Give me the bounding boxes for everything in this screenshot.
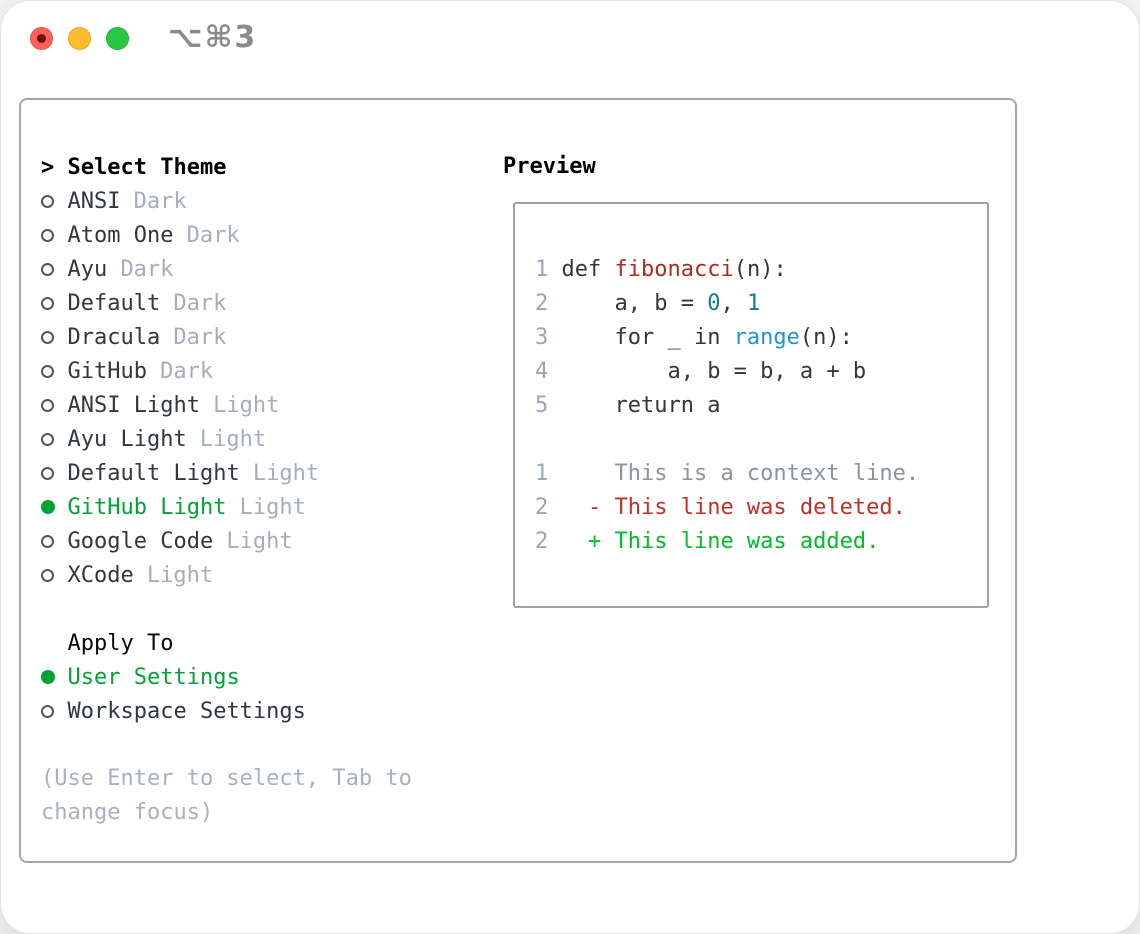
radio-icon	[41, 534, 54, 548]
apply-to-header: Apply To	[41, 626, 481, 660]
theme-option-xcode[interactable]: XCode Light	[41, 558, 481, 592]
radio-icon	[41, 466, 54, 480]
apply-option-user-settings[interactable]: User Settings	[41, 660, 481, 694]
code-line: 2 a, b = 0, 1	[535, 291, 761, 316]
spacer	[41, 728, 481, 762]
radio-selected-icon	[41, 500, 55, 514]
code-preview: 1 def fibonacci(n): 2 a, b = 0, 1 3 for _ …	[535, 253, 987, 423]
spacer	[41, 592, 481, 626]
code-line: 1 def fibonacci(n):	[535, 257, 787, 282]
theme-variant-tag: Light	[213, 392, 280, 418]
option-label: Default	[67, 290, 161, 316]
zoom-button[interactable]	[106, 27, 129, 50]
theme-variant-tag: Dark	[186, 222, 240, 248]
code-line: 5 return a	[535, 393, 721, 418]
theme-variant-tag: Light	[146, 562, 214, 588]
apply-to-title: Apply To	[67, 630, 174, 656]
theme-option-dracula[interactable]: Dracula Dark	[41, 320, 481, 354]
minimize-button[interactable]	[68, 27, 91, 50]
preview-box: 1 def fibonacci(n): 2 a, b = 0, 1 3 for _ …	[513, 202, 989, 608]
select-theme-title: Select Theme	[67, 154, 227, 180]
theme-variant-tag: Dark	[173, 290, 227, 316]
radio-icon	[41, 228, 54, 242]
apply-option-workspace-settings[interactable]: Workspace Settings	[41, 694, 481, 728]
theme-variant-tag: Light	[252, 460, 320, 486]
option-label: Default Light	[67, 460, 240, 486]
theme-option-github[interactable]: GitHub Dark	[41, 354, 481, 388]
radio-icon	[41, 398, 54, 412]
radio-icon	[41, 262, 54, 276]
theme-option-default[interactable]: Default Dark	[41, 286, 481, 320]
theme-option-github-light[interactable]: GitHub Light Light	[41, 490, 481, 524]
theme-variant-tag: Dark	[120, 256, 174, 282]
titlebar	[30, 27, 129, 50]
diff-line: 1 This is a context line.	[535, 461, 920, 486]
window-title: ⌥⌘3	[168, 20, 258, 55]
close-button[interactable]	[30, 27, 53, 50]
theme-variant-tag: Light	[226, 528, 293, 554]
option-label: ANSI Light	[67, 392, 200, 418]
theme-variant-tag: Light	[239, 494, 306, 520]
theme-option-ayu-light[interactable]: Ayu Light Light	[41, 422, 481, 456]
theme-option-ansi-light[interactable]: ANSI Light Light	[41, 388, 481, 422]
option-label: XCode	[67, 562, 134, 588]
preview-title: Preview	[503, 154, 596, 179]
preview-column: Preview 1 def fibonacci(n): 2 a, b = 0, 1…	[503, 150, 1003, 608]
radio-icon	[41, 194, 54, 208]
code-line: 3 for _ in range(n):	[535, 325, 853, 350]
theme-option-default-light[interactable]: Default Light Light	[41, 456, 481, 490]
unsaved-changes-dot	[37, 34, 46, 43]
option-label: ANSI	[67, 188, 121, 214]
option-label: GitHub Light	[67, 494, 227, 520]
option-label: Google Code	[67, 528, 214, 554]
help-text: (Use Enter to select, Tab to change focu…	[41, 766, 412, 825]
radio-icon	[41, 704, 54, 718]
radio-icon	[41, 568, 54, 582]
theme-variant-tag: Dark	[133, 188, 187, 214]
option-label: Dracula	[67, 324, 161, 350]
theme-option-ayu[interactable]: Ayu Dark	[41, 252, 481, 286]
diff-line: 2 + This line was added.	[535, 529, 880, 554]
radio-icon	[41, 432, 54, 446]
radio-selected-icon	[41, 670, 55, 684]
option-label: GitHub	[67, 358, 147, 384]
theme-option-atom-one[interactable]: Atom One Dark	[41, 218, 481, 252]
diff-line: 2 - This line was deleted.	[535, 495, 906, 520]
select-theme-header: > Select Theme	[41, 150, 481, 184]
theme-variant-tag: Light	[199, 426, 267, 452]
theme-option-ansi[interactable]: ANSI Dark	[41, 184, 481, 218]
option-label: Ayu	[67, 256, 108, 282]
theme-variant-tag: Dark	[160, 358, 214, 384]
option-label: User Settings	[67, 664, 240, 690]
option-label: Ayu Light	[67, 426, 187, 452]
code-line: 4 a, b = b, a + b	[535, 359, 867, 384]
diff-preview: 1 This is a context line. 2 - This line w…	[535, 457, 987, 559]
radio-icon	[41, 364, 54, 378]
radio-icon	[41, 330, 54, 344]
prompt-icon: >	[41, 154, 55, 180]
option-label: Atom One	[67, 222, 174, 248]
option-label: Workspace Settings	[67, 698, 306, 724]
theme-variant-tag: Dark	[173, 324, 227, 350]
radio-icon	[41, 296, 54, 310]
theme-option-google-code[interactable]: Google Code Light	[41, 524, 481, 558]
